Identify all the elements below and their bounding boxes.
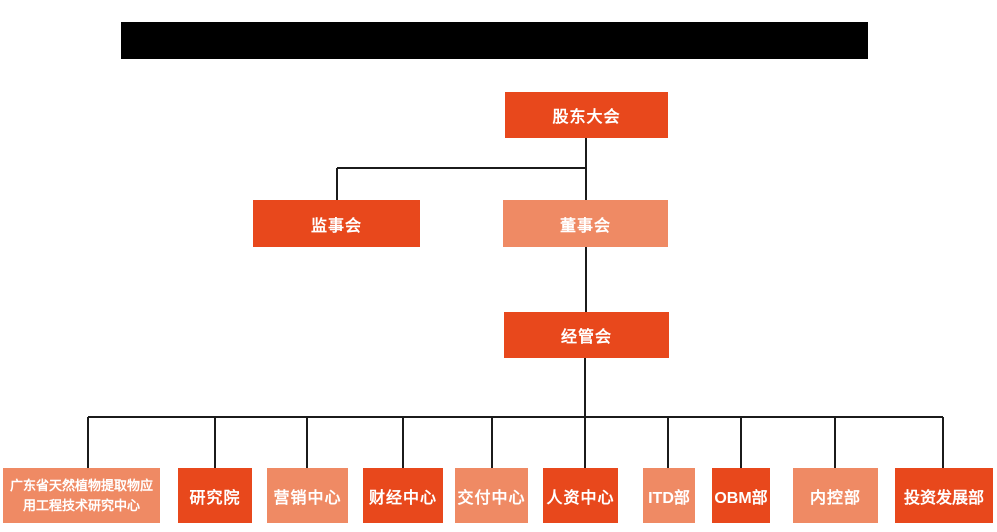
title-redacted-bar (121, 22, 868, 59)
node-dept-internal-control: 内控部 (793, 468, 878, 523)
node-board-of-directors: 董事会 (503, 200, 668, 247)
node-dept-finance-center: 财经中心 (363, 468, 443, 523)
node-dept-delivery-center: 交付中心 (455, 468, 528, 523)
node-management-committee: 经管会 (504, 312, 669, 358)
node-dept-obm: OBM部 (712, 468, 770, 523)
node-dept-research-center: 广东省天然植物提取物应用工程技术研究中心 (3, 468, 160, 523)
node-shareholders-meeting: 股东大会 (505, 92, 668, 138)
node-supervisory-board: 监事会 (253, 200, 420, 247)
node-dept-itd: ITD部 (643, 468, 695, 523)
node-dept-marketing-center: 营销中心 (267, 468, 348, 523)
node-dept-research-institute: 研究院 (178, 468, 252, 523)
node-dept-investment-development: 投资发展部 (895, 468, 993, 523)
node-dept-hr-center: 人资中心 (543, 468, 618, 523)
